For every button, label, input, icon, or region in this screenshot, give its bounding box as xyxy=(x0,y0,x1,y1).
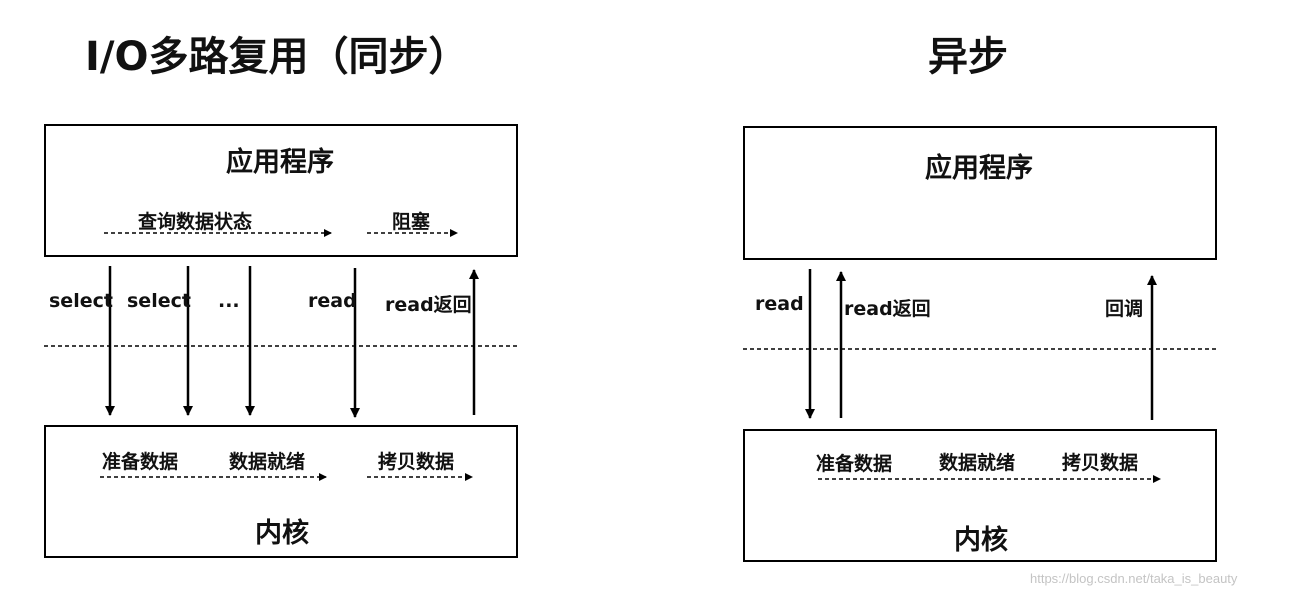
read-return-label: read返回 xyxy=(385,294,472,316)
select-label-2: select xyxy=(127,290,191,312)
query-status-label: 查询数据状态 xyxy=(138,211,253,233)
left-kernel-label: 内核 xyxy=(255,518,309,549)
async-read-return-label: read返回 xyxy=(844,298,931,320)
right-copy-data-label: 拷贝数据 xyxy=(1062,452,1139,474)
select-label-1: select xyxy=(49,290,113,312)
async-read-label: read xyxy=(755,293,804,315)
left-title: I/O多路复用（同步） xyxy=(85,34,469,80)
watermark: https://blog.csdn.net/taka_is_beauty xyxy=(1030,571,1238,586)
right-kernel-box xyxy=(743,429,1217,562)
ellipsis-label: ... xyxy=(218,290,240,312)
left-app-label: 应用程序 xyxy=(226,147,334,178)
left-prepare-data-label: 准备数据 xyxy=(102,451,179,473)
read-label: read xyxy=(308,290,357,312)
right-app-box xyxy=(743,126,1217,260)
left-data-ready-label: 数据就绪 xyxy=(229,451,306,473)
right-kernel-label: 内核 xyxy=(954,525,1008,556)
callback-label: 回调 xyxy=(1105,298,1144,320)
right-prepare-data-label: 准备数据 xyxy=(816,453,893,475)
right-data-ready-label: 数据就绪 xyxy=(939,452,1016,474)
right-title: 异步 xyxy=(928,34,1008,80)
left-kernel-box xyxy=(44,425,518,558)
right-app-label: 应用程序 xyxy=(925,153,1033,184)
left-copy-data-label: 拷贝数据 xyxy=(378,451,455,473)
left-app-box xyxy=(44,124,518,257)
block-label: 阻塞 xyxy=(392,211,431,233)
